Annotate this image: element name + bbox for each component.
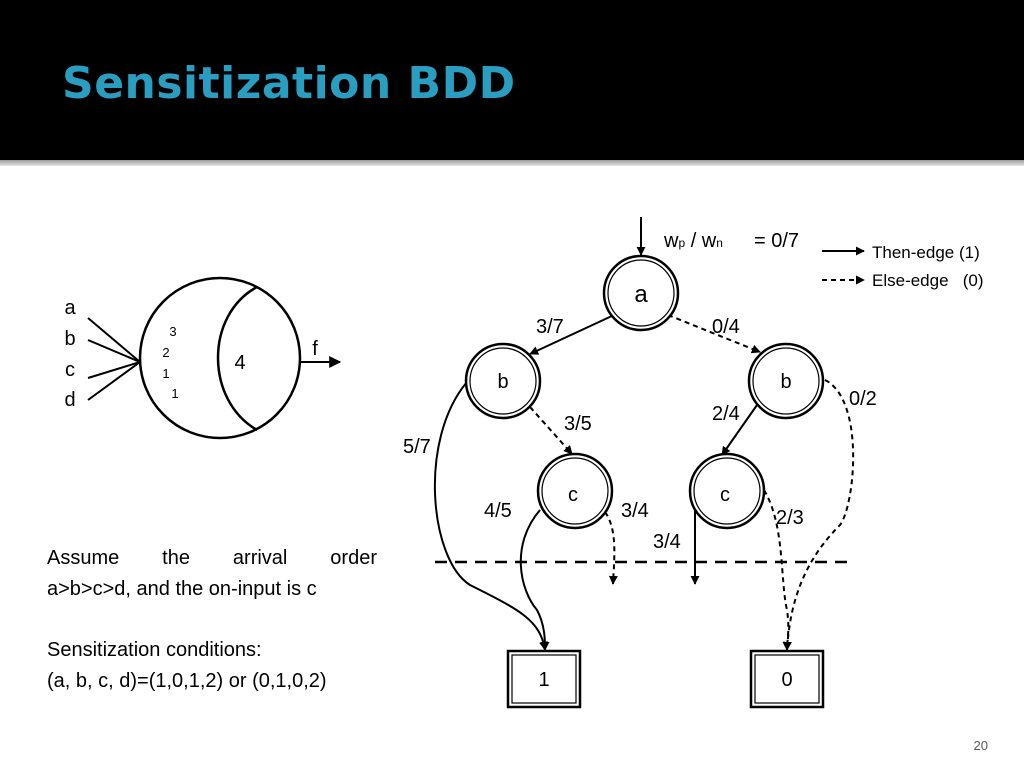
root-weight-sep: / w xyxy=(685,230,717,252)
edge-c-left-then-to-terminal-1 xyxy=(519,509,550,651)
edge-a-to-b-left xyxy=(529,314,615,355)
edge-label-br-t0: 0/2 xyxy=(849,388,877,410)
edge-labels: 3/7 0/4 3/5 5/7 2/4 0/2 4/5 3/4 3/4 2/3 xyxy=(403,316,877,553)
edge-label-br-cr: 2/4 xyxy=(712,403,740,425)
root-weight-p: p xyxy=(678,236,685,250)
threshold-gate: a b c d 3 2 1 1 4 f xyxy=(64,276,342,440)
slide-title: Sensitization BDD xyxy=(62,58,516,109)
gate-weight-b: 2 xyxy=(162,345,169,360)
terminal-1: 1 xyxy=(506,649,582,709)
gate-threshold: 4 xyxy=(234,352,245,374)
edge-b-left-to-c-left xyxy=(529,406,573,455)
terminal-1-label: 1 xyxy=(538,669,549,691)
node-c-left: c xyxy=(536,452,614,530)
gate-inner-arc xyxy=(216,285,258,432)
page-number: 20 xyxy=(973,738,988,753)
root-weight-n: n xyxy=(716,236,723,250)
assume-line-1: Assume the arrival order xyxy=(47,547,377,569)
gate-input-line-c xyxy=(87,361,141,379)
gate-weight-a: 3 xyxy=(169,324,176,339)
node-b-left-label: b xyxy=(497,371,508,393)
edge-label-cl-then: 4/5 xyxy=(484,500,512,522)
legend-else-label: Else-edge (0) xyxy=(872,271,984,290)
svg-text:wp / wn: wp / wn xyxy=(663,230,723,252)
terminal-0-label: 0 xyxy=(781,669,792,691)
gate-input-line-a xyxy=(87,317,141,363)
gate-weight-c: 1 xyxy=(162,366,169,381)
legend-then-label: Then-edge (1) xyxy=(872,243,980,262)
edge-label-a-bl: 3/7 xyxy=(536,316,564,338)
legend: Then-edge (1) Else-edge (0) xyxy=(822,243,984,290)
node-b-left: b xyxy=(464,342,542,420)
node-b-right: b xyxy=(747,342,825,420)
root-weight-value: = 0/7 xyxy=(754,230,799,252)
root-weight-label: wp / wn = 0/7 xyxy=(663,230,799,252)
conditions-value: (a, b, c, d)=(1,0,1,2) or (0,1,0,2) xyxy=(47,670,327,692)
root-weight-w: w xyxy=(663,230,679,252)
edge-a-to-b-right xyxy=(667,314,761,354)
node-c-left-label: c xyxy=(568,484,578,506)
assume-line-2: a>b>c>d, and the on-input is c xyxy=(47,578,317,600)
conditions-heading: Sensitization conditions: xyxy=(47,639,262,661)
node-c-right: c xyxy=(688,452,766,530)
gate-input-d: d xyxy=(64,389,75,411)
gate-circle xyxy=(138,276,302,440)
title-bar xyxy=(0,0,1024,160)
gate-input-b: b xyxy=(64,328,75,350)
gate-input-line-b xyxy=(87,339,141,363)
terminal-0: 0 xyxy=(749,649,825,709)
gate-input-a: a xyxy=(64,297,76,319)
gate-input-c: c xyxy=(65,359,75,381)
edge-label-bl-cl: 3/5 xyxy=(564,413,592,435)
edge-label-bl-t1: 5/7 xyxy=(403,436,431,458)
edge-b-right-to-c-right xyxy=(721,404,758,456)
node-b-right-label: b xyxy=(780,371,791,393)
edge-b-right-to-terminal-0 xyxy=(782,379,855,651)
title-divider xyxy=(0,160,1024,166)
edge-label-cr-else: 2/3 xyxy=(776,507,804,529)
gate-weight-d: 1 xyxy=(171,386,178,401)
node-c-right-label: c xyxy=(720,484,730,506)
edge-label-cr-then: 3/4 xyxy=(653,531,681,553)
edge-b-left-to-terminal-1 xyxy=(433,381,549,651)
edge-c-right-else-to-terminal-0 xyxy=(763,489,792,651)
edge-c-left-else xyxy=(604,511,618,585)
edge-label-a-br: 0/4 xyxy=(712,316,740,338)
bdd-edges xyxy=(433,217,855,651)
node-a-label: a xyxy=(634,281,648,308)
gate-input-line-d xyxy=(87,361,141,401)
edge-label-cl-else: 3/4 xyxy=(621,500,649,522)
gate-output-label: f xyxy=(312,338,318,360)
node-a: a xyxy=(602,254,680,332)
